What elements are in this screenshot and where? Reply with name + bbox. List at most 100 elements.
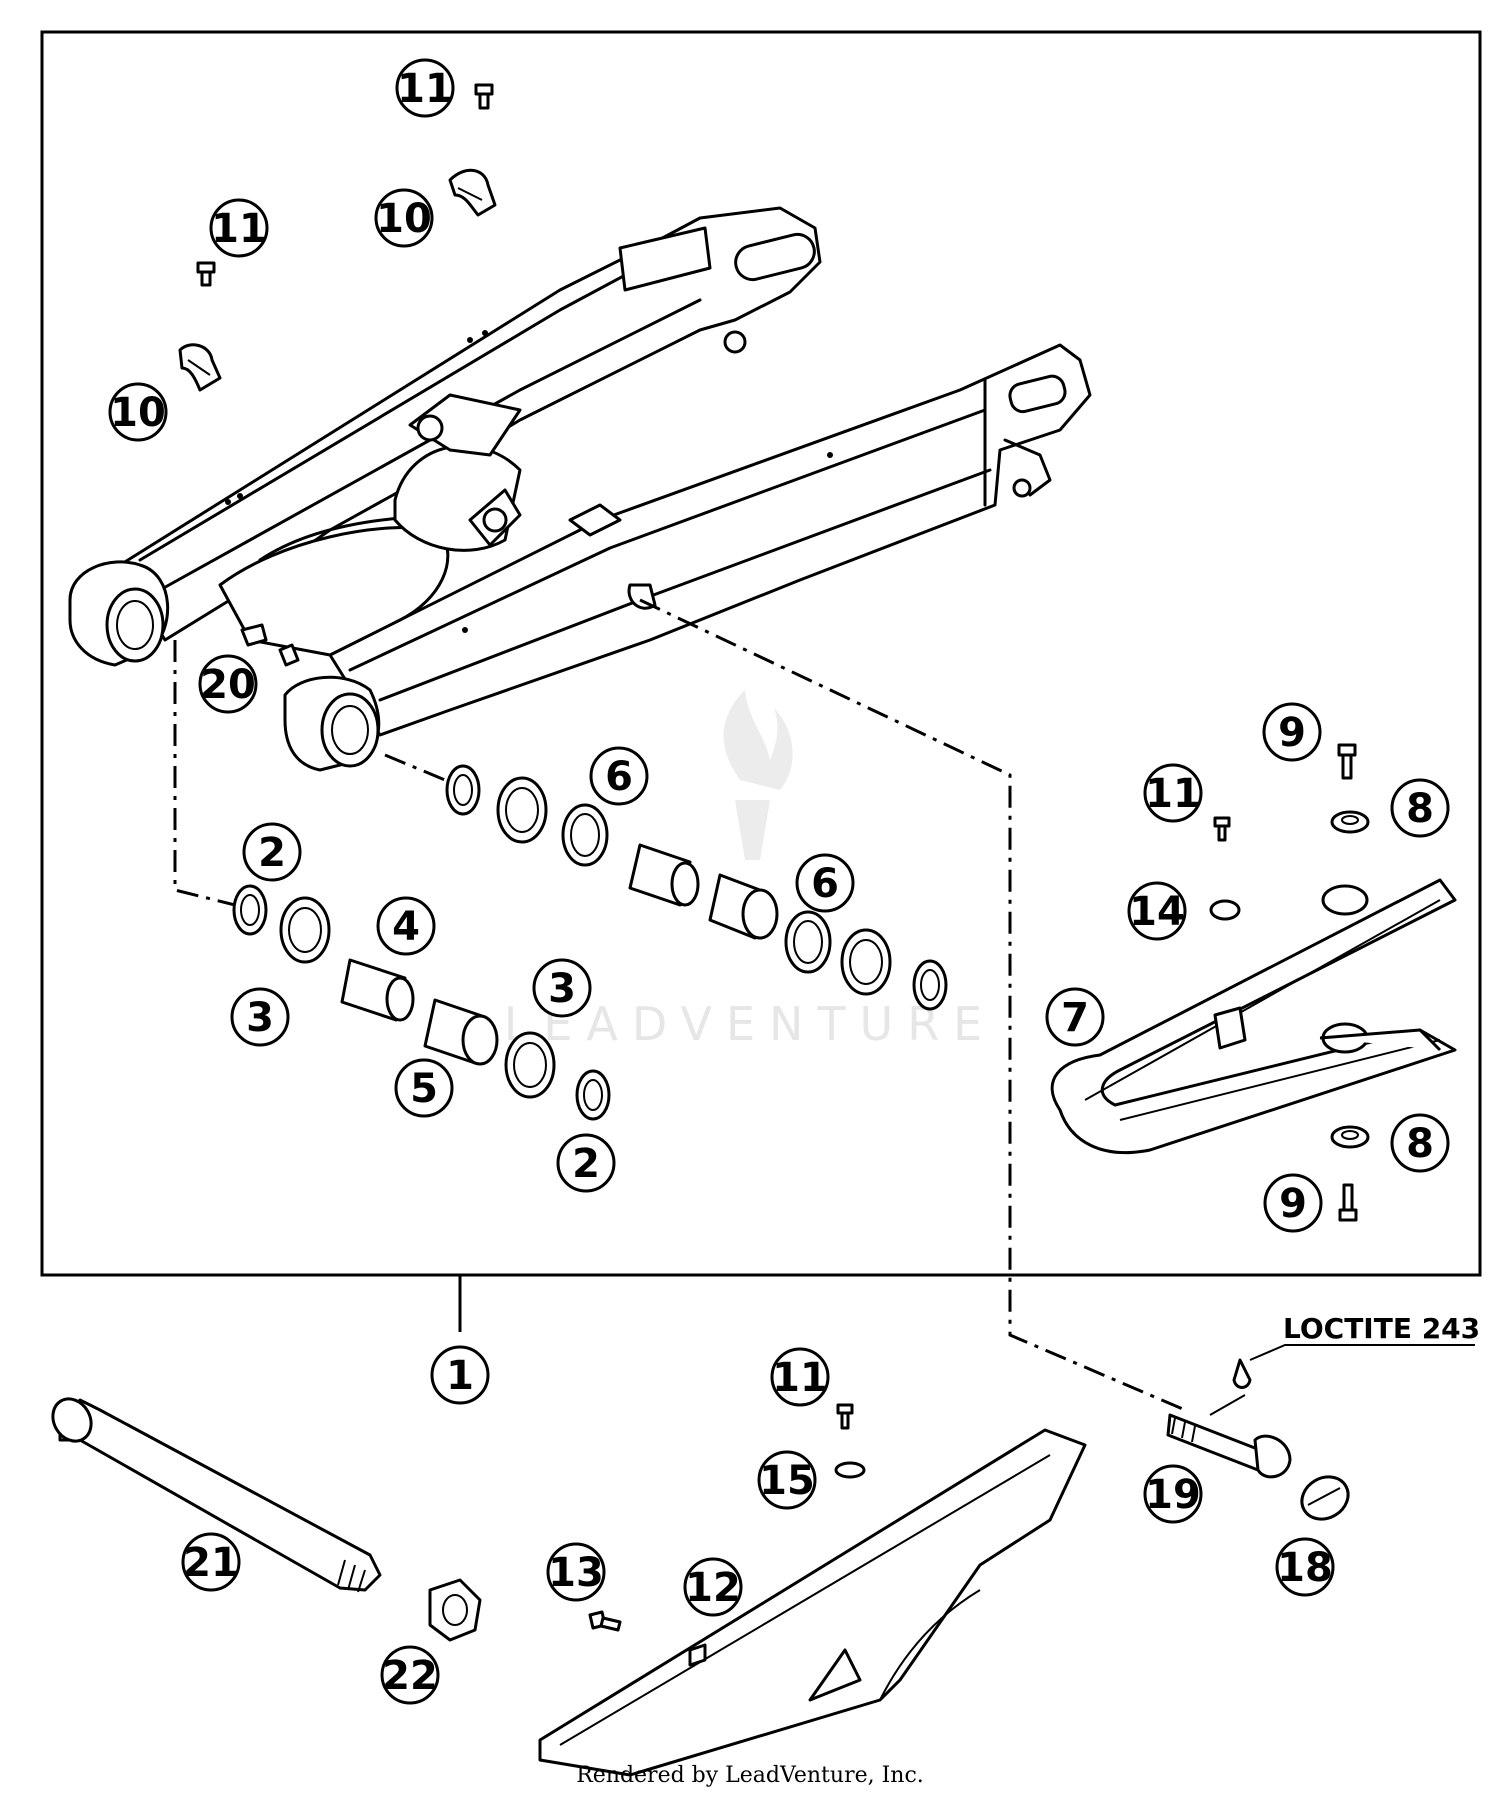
axle-21	[51, 1397, 382, 1593]
bearing-stack-left	[232, 884, 611, 1121]
callout-number: 15	[759, 1458, 815, 1504]
callout-circle	[683, 1557, 743, 1617]
callout-number: 18	[1277, 1545, 1333, 1591]
callout-number: 2	[572, 1141, 600, 1187]
nut-14	[1209, 899, 1241, 921]
fastener-11-top	[474, 83, 494, 110]
callout-number: 5	[410, 1066, 438, 1112]
callout-circle	[757, 1450, 817, 1510]
callout-number: 11	[1145, 771, 1201, 817]
callout-circle	[1127, 881, 1187, 941]
callout-number: 6	[811, 861, 839, 907]
callout-number: 1	[446, 1353, 474, 1399]
callout-circle	[181, 1532, 241, 1592]
callout-circle	[1275, 1537, 1335, 1597]
bearing-stack-right	[445, 764, 948, 1011]
callout-3: 3	[230, 987, 290, 1047]
loctite-drop	[1209, 1358, 1252, 1416]
callout-6: 6	[589, 746, 649, 806]
chain-slider	[1050, 878, 1457, 1155]
callout-4: 4	[376, 896, 436, 956]
centerline-right-pivot	[384, 753, 446, 782]
callout-8: 8	[1390, 1113, 1450, 1173]
callout-2: 2	[556, 1133, 616, 1193]
callout-circle	[1045, 987, 1105, 1047]
callout-11: 11	[770, 1347, 830, 1407]
callout-circle	[376, 896, 436, 956]
callout-number: 10	[110, 390, 166, 436]
loctite-label: LOCTITE 243	[1283, 1312, 1480, 1345]
fastener-11-left	[196, 261, 216, 287]
assembly-frame	[40, 30, 1482, 1277]
callout-number: 20	[200, 662, 256, 708]
callout-circle	[209, 198, 269, 258]
callout-circle	[1390, 778, 1450, 838]
callout-2: 2	[242, 822, 302, 882]
callout-circle	[1262, 702, 1322, 762]
callout-1: 1	[430, 1345, 490, 1405]
callout-circle	[532, 958, 592, 1018]
callout-circle	[374, 188, 434, 248]
callout-8: 8	[1390, 778, 1450, 838]
callout-circle	[1263, 1173, 1323, 1233]
callout-10: 10	[108, 382, 168, 442]
callout-circle	[1390, 1113, 1450, 1173]
callout-circle	[198, 654, 258, 714]
cap-18	[1300, 1475, 1350, 1521]
callout-number: 7	[1061, 995, 1089, 1041]
callout-7: 7	[1045, 987, 1105, 1047]
callout-9: 9	[1263, 1173, 1323, 1233]
callout-circle	[108, 382, 168, 442]
nut-22	[428, 1578, 482, 1642]
callout-number: 3	[548, 966, 576, 1012]
chain-guard	[538, 1428, 1087, 1777]
callout-circle	[556, 1133, 616, 1193]
callout-13: 13	[546, 1542, 606, 1602]
callout-10: 10	[374, 188, 434, 248]
callout-21: 21	[181, 1532, 241, 1592]
callout-15: 15	[757, 1450, 817, 1510]
callout-circle	[795, 853, 855, 913]
callout-circle	[395, 58, 455, 118]
callout-number: 2	[258, 830, 286, 876]
callout-number: 21	[183, 1540, 239, 1586]
callout-20: 20	[198, 654, 258, 714]
washer-15	[834, 1461, 866, 1479]
fastener-20	[240, 623, 300, 667]
callout-number: 8	[1406, 1121, 1434, 1167]
callout-circle	[380, 1645, 440, 1705]
fastener-9-bottom	[1338, 1183, 1358, 1222]
callout-number: 11	[397, 66, 453, 112]
callout-18: 18	[1275, 1537, 1335, 1597]
callout-3: 3	[532, 958, 592, 1018]
callout-12: 12	[683, 1557, 743, 1617]
callout-14: 14	[1127, 881, 1187, 941]
callout-6: 6	[795, 853, 855, 913]
callout-number: 3	[246, 995, 274, 1041]
fastener-9-top	[1337, 743, 1357, 780]
footer-credit: Rendered by LeadVenture, Inc.	[576, 1763, 924, 1788]
bolt-19	[1166, 1413, 1292, 1479]
centerline-guide-bolt	[639, 598, 1186, 1412]
callout-circle	[1143, 1464, 1203, 1524]
callout-circle	[589, 746, 649, 806]
clip-10-top	[448, 169, 497, 217]
callout-11: 11	[395, 58, 455, 118]
callout-11: 11	[1143, 763, 1203, 823]
callout-number: 8	[1406, 786, 1434, 832]
fastener-11-right	[1213, 816, 1231, 842]
callout-circle	[770, 1347, 830, 1407]
callout-number: 9	[1279, 1181, 1307, 1227]
callout-number: 22	[382, 1653, 438, 1699]
callout-number: 4	[392, 904, 420, 950]
callout-11: 11	[209, 198, 269, 258]
callout-19: 19	[1143, 1464, 1203, 1524]
callout-number: 6	[605, 754, 633, 800]
callout-circle	[242, 822, 302, 882]
screw-13	[588, 1610, 622, 1632]
washer-8-top	[1330, 810, 1370, 834]
callout-number: 12	[685, 1565, 741, 1611]
callout-number: 10	[376, 196, 432, 242]
